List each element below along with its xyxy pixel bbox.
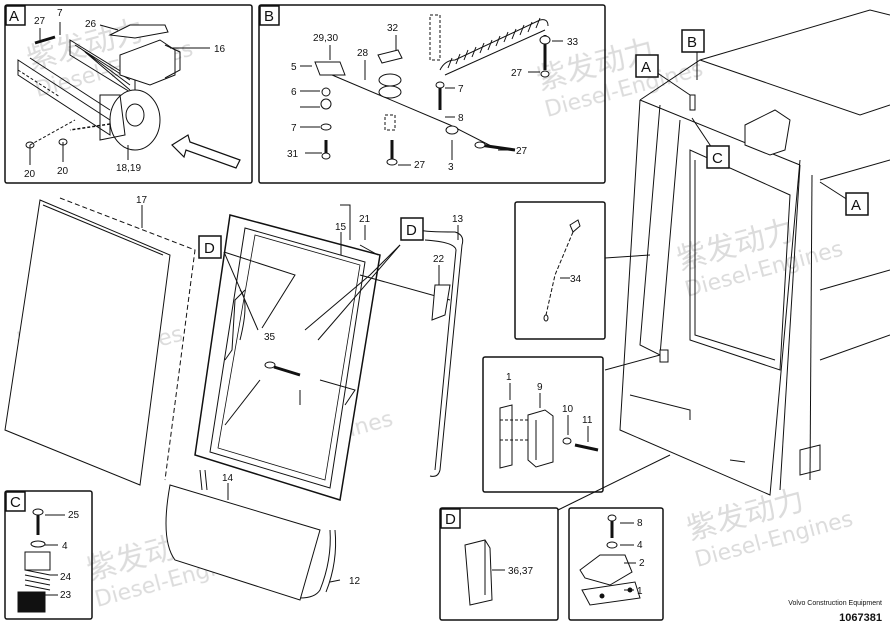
part-label: 4 [637,540,643,551]
part-label: 5 [291,62,297,73]
door-assembly [4,197,464,601]
panel-a-tag: A [9,8,19,25]
part-label: 4 [62,541,68,552]
company-name: Volvo Construction Equipment [788,600,882,607]
part-label: 1 [506,372,512,383]
part-label: 27 [511,68,523,79]
part-label: 27 [516,146,528,157]
part-label: 6 [291,87,297,98]
part-label: 3 [448,162,454,173]
part-label: 29,30 [313,33,338,44]
callouts: D D A B C A [198,29,869,259]
part-label: 22 [433,254,445,265]
part-label: 26 [85,19,97,30]
part-label: 7 [458,84,464,95]
part-label: 34 [570,274,582,285]
part-label: 13 [452,214,464,225]
part-label: 8 [458,113,464,124]
part-label: 25 [68,510,80,521]
part-label: 7 [57,8,63,19]
part-label: 27 [34,16,46,27]
part-label: 20 [57,166,69,177]
panel-d [439,507,559,621]
part-label: 10 [562,404,574,415]
part-label: 36,37 [508,566,533,577]
part-label: 2 [639,558,645,569]
labels: A B C D 27 7 26 16 20 20 18,19 29,30 32 … [9,8,645,601]
panel-rod [514,201,606,340]
part-label: 9 [537,382,543,393]
part-label: 24 [60,572,72,583]
part-label: 23 [60,590,72,601]
part-label: 16 [214,44,226,55]
document-number: 1067381 [839,612,882,624]
part-label: 27 [414,160,426,171]
callout-a: A [851,197,861,214]
part-label: 35 [264,332,276,343]
part-label: 21 [359,214,371,225]
panel-b [258,4,606,184]
part-label: 32 [387,23,399,34]
panel-b-tag: B [264,8,274,25]
part-label: 18,19 [116,163,141,174]
part-label: 1 [637,586,643,597]
panel-d-tag: D [445,511,456,528]
part-label: 20 [24,169,36,180]
panel-c [4,490,93,620]
panel-c-tag: C [10,494,21,511]
callout-a: A [641,59,651,76]
part-label: 11 [582,415,593,426]
part-label: 15 [335,222,347,233]
part-label: 31 [287,149,299,160]
callout-d: D [204,240,215,257]
part-label: 7 [291,123,297,134]
part-label: 8 [637,518,643,529]
part-label: 28 [357,48,369,59]
part-label: 33 [567,37,579,48]
callout-d: D [406,222,417,239]
part-label: 12 [349,576,361,587]
part-label: 14 [222,473,234,484]
callout-c: C [712,150,723,167]
part-label: 17 [136,195,148,206]
panel-a [4,4,253,184]
cab-frame [557,9,890,511]
panel-latch [568,507,664,621]
callout-b: B [687,34,697,51]
panel-hinge [482,356,604,493]
